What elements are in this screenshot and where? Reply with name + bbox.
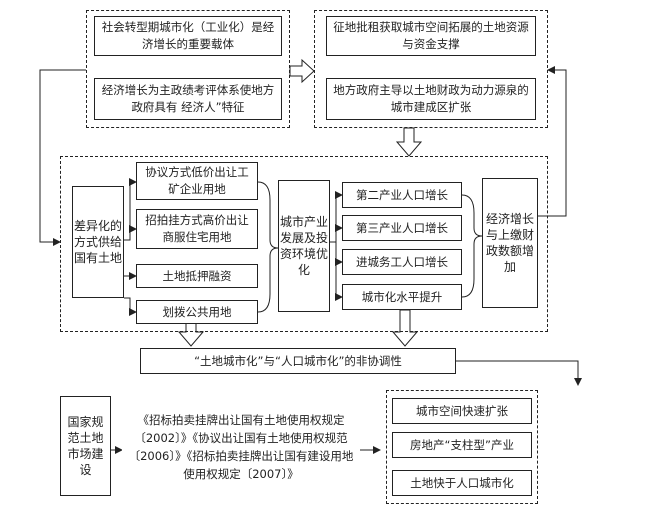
urbanization-carrier-box: 社会转型期城市化（工业化）是经济增长的重要载体 [94,16,282,56]
effect-box-1: 城市空间快速扩张 [392,398,532,424]
urbanization-carrier-text: 社会转型期城市化（工业化）是经济增长的重要载体 [101,20,275,51]
growth-finance-box: 经济增长与上缴财政数额增加 [482,178,538,308]
outcome-text-3: 进城务工人口增长 [356,254,448,269]
method-box-3: 土地抵押融资 [136,264,258,288]
differentiated-supply-box: 差异化的方式供给国有土地 [72,186,124,298]
outcome-box-3: 进城务工人口增长 [342,249,462,275]
land-acquisition-text: 征地批租获取城市空间拓展的土地资源与资金支撑 [333,20,529,51]
investment-environment-box: 城市产业发展及投资环境优化 [278,180,330,312]
regulations-box: 《招标拍卖挂牌出让国有土地使用权规定〔2002〕》《协议出让国有土地使用权规范〔… [122,396,360,498]
effect-box-3: 土地快于人口城市化 [392,470,532,496]
national-regulation-box: 国家规范土地市场建设 [60,396,111,496]
economic-man-text: 经济增长为主政绩考评体系使地方政府具有 经济人”特征 [101,83,275,114]
middle-group [60,156,548,332]
outcome-text-1: 第二产业人口增长 [356,187,448,202]
imbalance-text: “土地城市化”与“人口城市化”的非协调性 [194,353,402,368]
top-right-group [314,10,548,128]
regulations-text: 《招标拍卖挂牌出让国有土地使用权规定〔2002〕》《协议出让国有土地使用权规范〔… [128,413,354,481]
land-acquisition-box: 征地批租获取城市空间拓展的土地资源与资金支撑 [326,16,536,56]
method-box-4: 划拨公共用地 [136,300,258,324]
effects-group [386,390,538,504]
outcome-box-1: 第二产业人口增长 [342,182,462,208]
national-regulation-text: 国家规范土地市场建设 [67,415,104,477]
method-text-1: 协议方式低价出让工矿企业用地 [145,165,249,196]
effect-text-3: 土地快于人口城市化 [410,475,514,490]
outcome-text-4: 城市化水平提升 [361,289,443,304]
effect-text-2: 房地产“支柱型”产业 [410,437,514,452]
investment-environment-text: 城市产业发展及投资环境优化 [280,215,329,277]
land-finance-text: 地方政府主导以土地财政为动力源泉的城市建成区扩张 [333,83,529,114]
method-text-4: 划拨公共用地 [162,304,232,319]
method-box-2: 招拍挂方式高价出让商服住宅用地 [136,209,258,249]
outcome-box-2: 第三产业人口增长 [342,215,462,241]
effect-text-1: 城市空间快速扩张 [416,403,508,418]
top-left-group [86,10,290,128]
method-text-2: 招拍挂方式高价出让商服住宅用地 [145,213,249,244]
method-box-1: 协议方式低价出让工矿企业用地 [136,162,258,200]
land-finance-box: 地方政府主导以土地财政为动力源泉的城市建成区扩张 [326,78,536,120]
effect-box-2: 房地产“支柱型”产业 [392,432,532,458]
imbalance-box: “土地城市化”与“人口城市化”的非协调性 [140,348,456,374]
outcome-text-2: 第三产业人口增长 [356,220,448,235]
economic-man-box: 经济增长为主政绩考评体系使地方政府具有 经济人”特征 [94,78,282,120]
differentiated-supply-text: 差异化的方式供给国有土地 [74,219,123,265]
growth-finance-text: 经济增长与上缴财政数额增加 [485,212,534,274]
outcome-box-4: 城市化水平提升 [342,284,462,310]
method-text-3: 土地抵押融资 [162,268,232,283]
